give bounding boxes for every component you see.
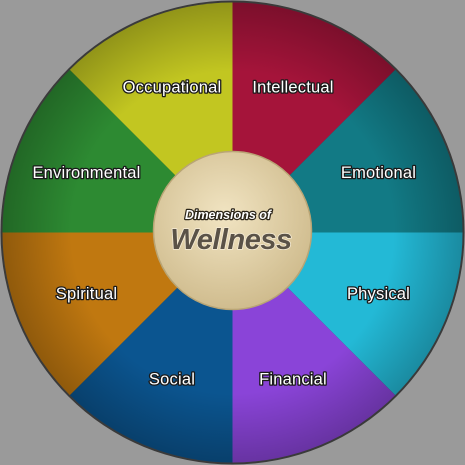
segment-label-financial: Financial bbox=[259, 371, 327, 389]
center-title-line1: Dimensions of bbox=[185, 208, 273, 222]
segment-label-environmental: Environmental bbox=[32, 164, 140, 182]
segment-label-intellectual: Intellectual bbox=[252, 79, 333, 97]
center-circle bbox=[152, 150, 313, 311]
segment-label-emotional: Emotional bbox=[341, 164, 416, 182]
segment-label-physical: Physical bbox=[347, 285, 410, 303]
segment-label-spiritual: Spiritual bbox=[56, 285, 117, 303]
center-title-line2: Wellness bbox=[170, 224, 292, 256]
segment-label-occupational: Occupational bbox=[123, 79, 222, 97]
segment-label-social: Social bbox=[149, 371, 195, 389]
